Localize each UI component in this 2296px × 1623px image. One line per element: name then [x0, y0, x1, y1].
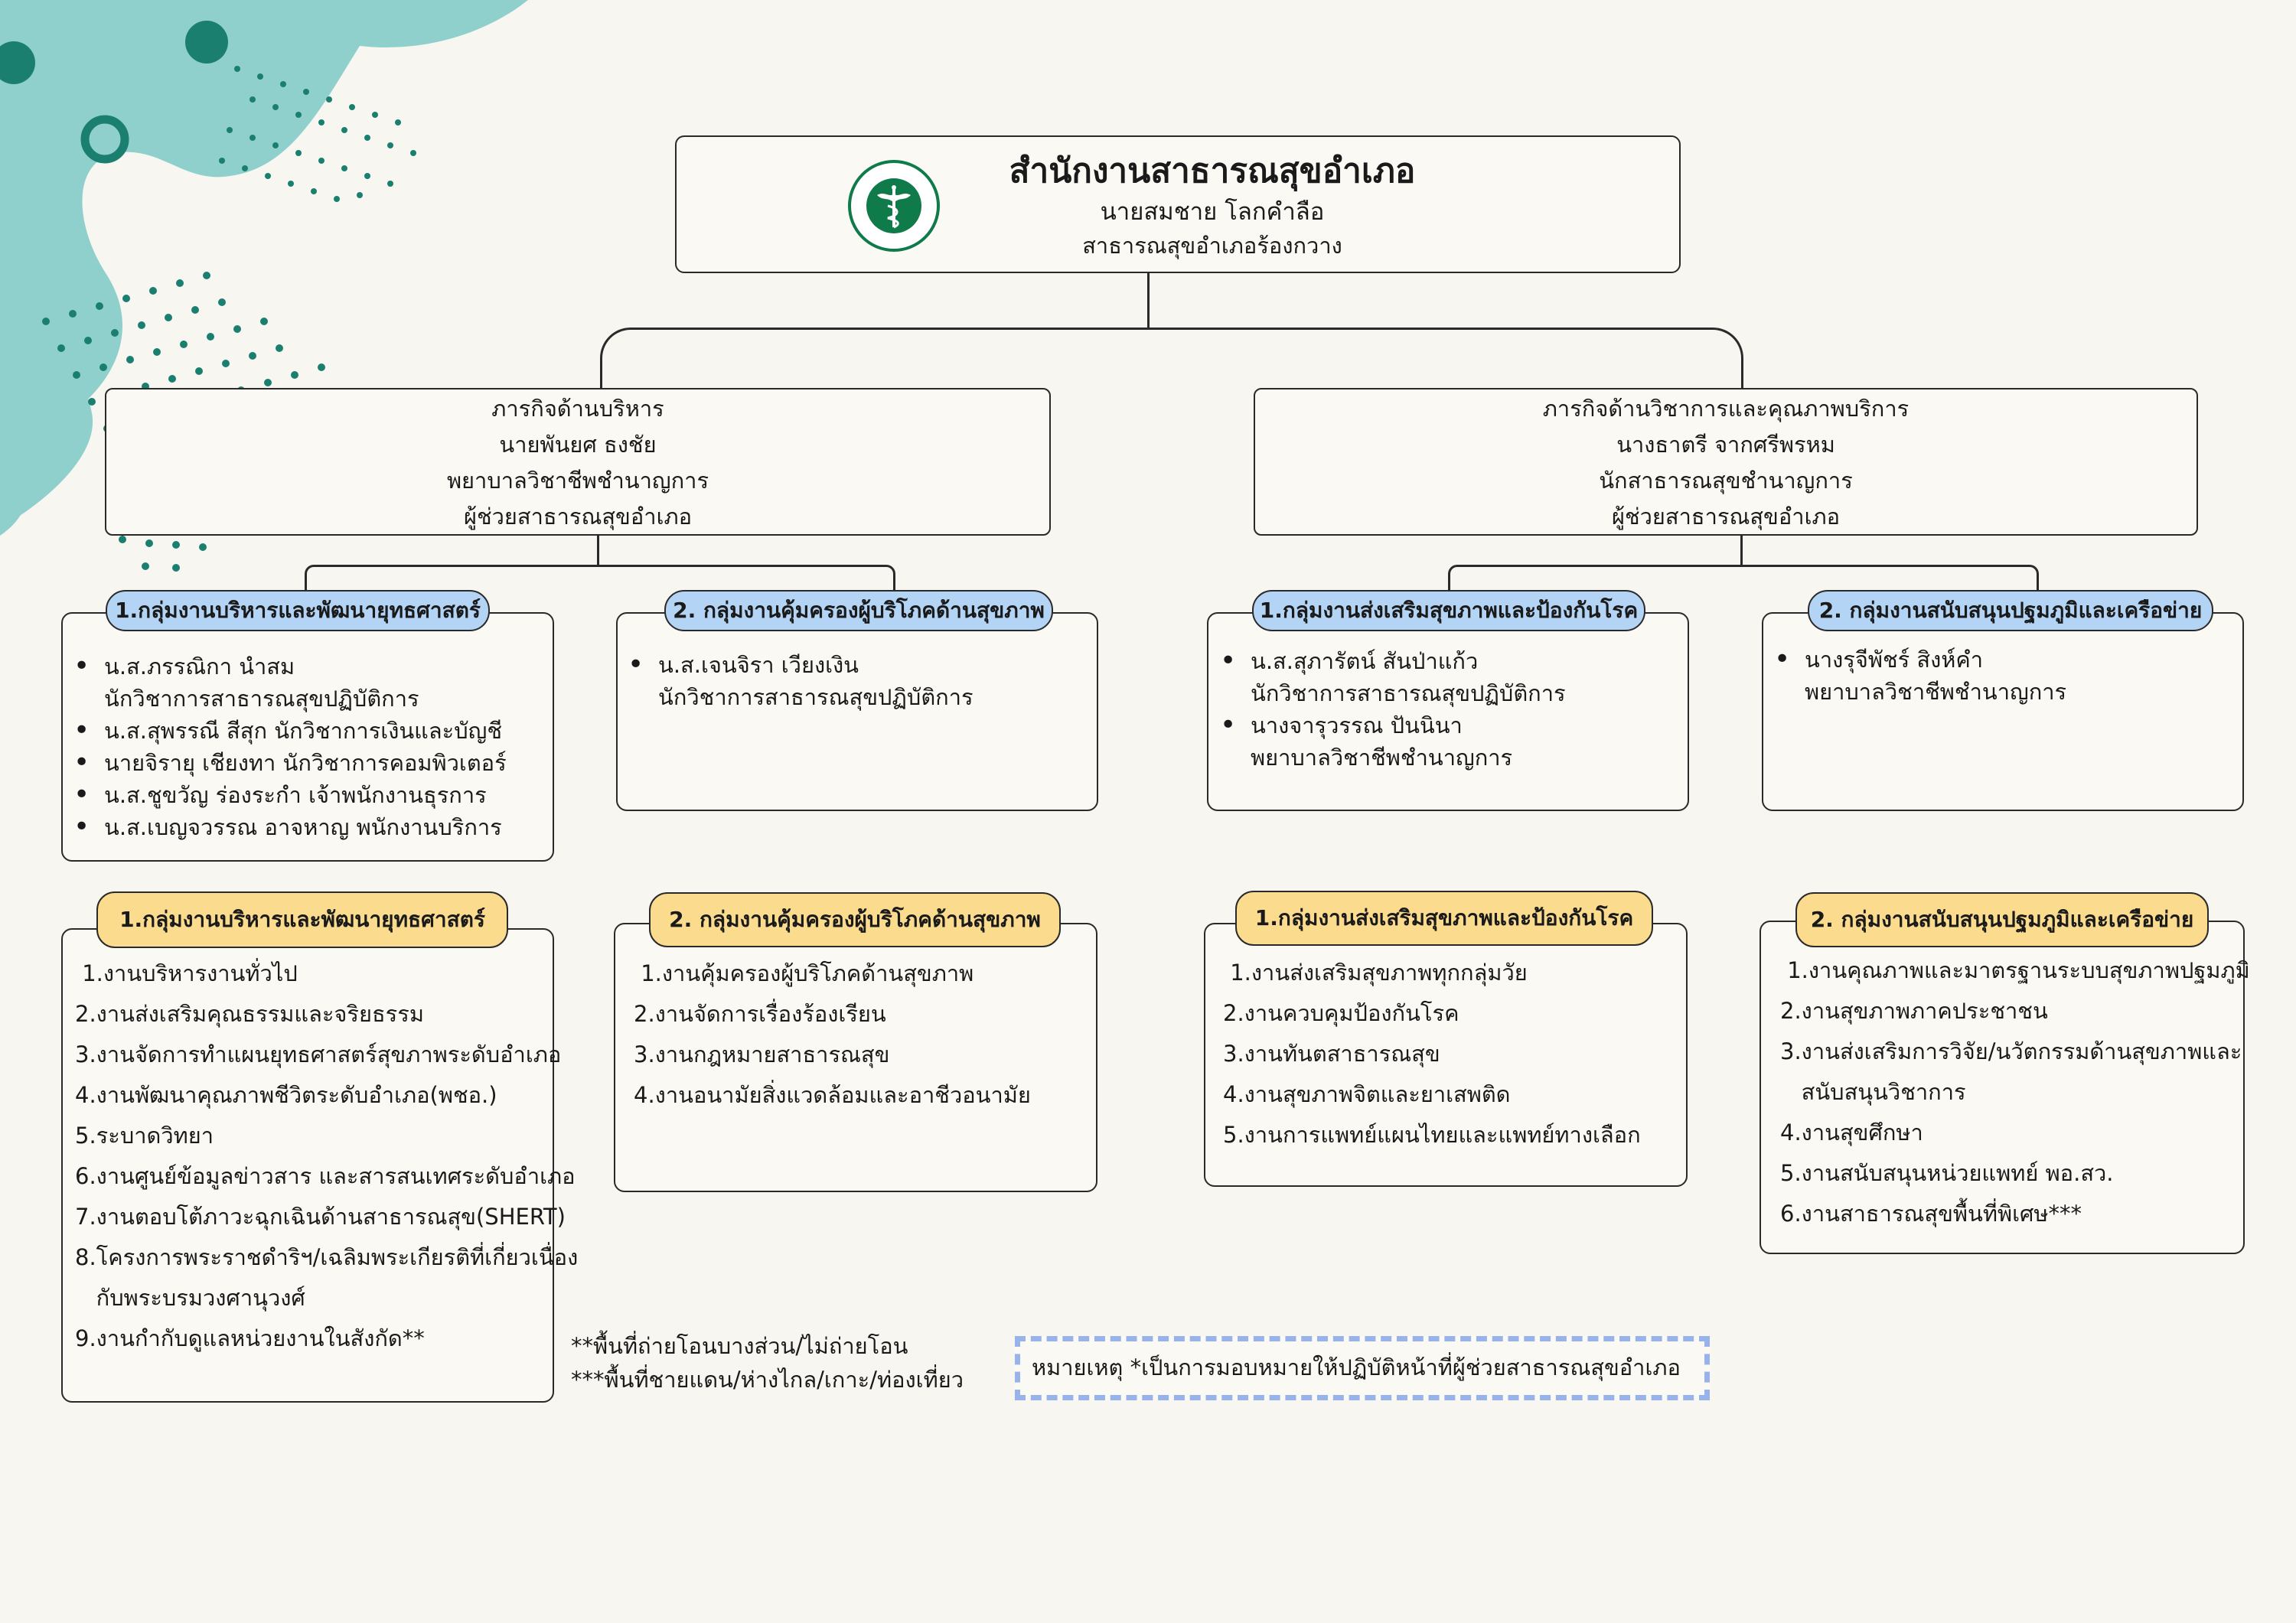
academic-head-position: นักสาธารณสุขชำนาญการ — [1599, 468, 1853, 494]
connector-top-bracket — [600, 328, 1743, 389]
task-item: 5.งานการแพทย์แผนไทยและแพทย์ทางเลือก — [1223, 1122, 1641, 1148]
staff-member: น.ส.สุพรรณี สีสุก นักวิชาการเงินและบัญชี — [64, 715, 507, 747]
staff-list-admin-strategy: น.ส.ภรรณิกา นำสม นักวิชาการสาธารณสุขปฏิบ… — [64, 650, 507, 843]
task-item: กับพระบรมวงศานุวงศ์ — [75, 1285, 305, 1311]
task-list-primary-care: 1.งานคุณภาพและมาตรฐานระบบสุขภาพปฐมภูมิ 2… — [1780, 950, 2250, 1234]
staff-header-health-promotion: 1.กลุ่มงานส่งเสริมสุขภาพและป้องกันโรค — [1252, 590, 1645, 631]
connector-academic-bracket — [1448, 565, 2039, 611]
task-header-health-promotion: 1.กลุ่มงานส่งเสริมสุขภาพและป้องกันโรค — [1235, 891, 1653, 946]
staff-header-admin-strategy: 1.กลุ่มงานบริหารและพัฒนายุทธศาสตร์ — [106, 590, 490, 631]
task-item: 1.งานคุณภาพและมาตรฐานระบบสุขภาพปฐมภูมิ — [1780, 957, 2250, 983]
task-item: 3.งานจัดการทำแผนยุทธศาสตร์สุขภาพระดับอำเ… — [75, 1041, 562, 1067]
staff-box-primary-care — [1762, 612, 2244, 811]
connector-admin-vertical — [597, 536, 599, 566]
connector-top-vertical — [1147, 272, 1150, 328]
task-box-consumer-protection — [614, 923, 1097, 1192]
academic-head-role: ผู้ช่วยสาธารณสุขอำเภอ — [1611, 504, 1841, 530]
academic-mission-box: ภารกิจด้านวิชาการและคุณภาพบริการ นางธาตร… — [1254, 388, 2198, 536]
footnote-double-star: **พื้นที่ถ่ายโอนบางส่วน/ไม่ถ่ายโอน — [571, 1333, 908, 1359]
task-header-primary-care: 2. กลุ่มงานสนับสนุนปฐมภูมิและเครือข่าย — [1795, 892, 2209, 947]
admin-head-name: นายพันยศ ธงชัย — [499, 432, 657, 458]
task-item: 3.งานทันตสาธารณสุข — [1223, 1041, 1440, 1067]
academic-head-name: นางธาตรี จากศรีพรหม — [1616, 432, 1835, 458]
task-box-primary-care — [1760, 921, 2245, 1254]
staff-member: น.ส.ภรรณิกา นำสม — [64, 650, 507, 683]
director-title: สำนักงานสาธารณสุขอำเภอ — [1009, 152, 1416, 191]
task-header-consumer-protection: 2. กลุ่มงานคุ้มครองผู้บริโภคด้านสุขภาพ — [649, 892, 1061, 947]
director-box: สำนักงานสาธารณสุขอำเภอ นายสมชาย โลกคำลือ… — [675, 135, 1681, 273]
staff-member: น.ส.เบญจวรรณ อาจหาญ พนักงานบริการ — [64, 811, 507, 843]
task-item: สนับสนุนวิชาการ — [1780, 1079, 1966, 1105]
staff-list-consumer-protection: น.ส.เจนจิรา เวียงเงิน นักวิชาการสาธารณสุ… — [618, 649, 974, 713]
director-position: สาธารณสุขอำเภอร้องกวาง — [1082, 233, 1342, 259]
ministry-logo — [848, 160, 940, 252]
remark-box — [1015, 1336, 1710, 1400]
footnote-triple-star: ***พื้นที่ชายแดน/ห่างไกล/เกาะ/ท่องเที่ยว — [571, 1367, 964, 1393]
task-list-health-promotion: 1.งานส่งเสริมสุขภาพทุกกลุ่มวัย 2.งานควบค… — [1223, 953, 1641, 1155]
connector-admin-bracket — [305, 565, 895, 611]
task-item: 3.งานส่งเสริมการวิจัย/นวัตกรรมด้านสุขภาพ… — [1780, 1038, 2242, 1064]
admin-mission-box: ภารกิจด้านบริหาร นายพันยศ ธงชัย พยาบาลวิ… — [105, 388, 1051, 536]
admin-head-role: ผู้ช่วยสาธารณสุขอำเภอ — [463, 504, 693, 530]
task-item: 2.งานควบคุมป้องกันโรค — [1223, 1000, 1459, 1026]
task-item: 4.งานอนามัยสิ่งแวดล้อมและอาชีวอนามัย — [634, 1082, 1031, 1108]
staff-member: น.ส.เจนจิรา เวียงเงิน — [618, 649, 974, 681]
task-list-admin-strategy: 1.งานบริหารงานทั่วไป 2.งานส่งเสริมคุณธรร… — [75, 953, 578, 1359]
task-item: 7.งานตอบโต้ภาวะฉุกเฉินด้านสาธารณสุข(SHER… — [75, 1204, 566, 1230]
staff-member-position: นักวิชาการสาธารณสุขปฏิบัติการ — [104, 686, 419, 712]
task-item: 6.งานศูนย์ข้อมูลข่าวสาร และสารสนเทศระดับ… — [75, 1163, 576, 1189]
admin-mission-title: ภารกิจด้านบริหาร — [491, 396, 664, 422]
task-item: 1.งานคุ้มครองผู้บริโภคด้านสุขภาพ — [634, 960, 974, 986]
task-list-consumer-protection: 1.งานคุ้มครองผู้บริโภคด้านสุขภาพ 2.งานจั… — [634, 953, 1031, 1116]
staff-member: นายจิรายุ เชียงทา นักวิชาการคอมพิวเตอร์ — [64, 747, 507, 779]
staff-header-consumer-protection: 2. กลุ่มงานคุ้มครองผู้บริโภคด้านสุขภาพ — [664, 590, 1053, 631]
staff-list-health-promotion: น.ส.สุภารัตน์ สันป่าแก้ว นักวิชาการสาธาร… — [1211, 645, 1566, 774]
task-item: 2.งานจัดการเรื่องร้องเรียน — [634, 1001, 886, 1027]
task-item: 3.งานกฎหมายสาธารณสุข — [634, 1041, 890, 1067]
staff-member-position: นักวิชาการสาธารณสุขปฏิบัติการ — [1251, 680, 1566, 706]
staff-box-consumer-protection — [616, 612, 1098, 811]
task-box-admin-strategy — [61, 928, 554, 1403]
task-item: 9.งานกำกับดูแลหน่วยงานในสังกัด** — [75, 1325, 425, 1351]
remark-text: หมายเหตุ *เป็นการมอบหมายให้ปฏิบัติหน้าที… — [1032, 1354, 1681, 1380]
staff-list-primary-care: นางรุจีพัชร์ สิงห์คำ พยาบาลวิชาชีพชำนาญก… — [1765, 644, 2066, 708]
director-name: นายสมชาย โลกคำลือ — [1100, 198, 1325, 226]
task-item: 5.งานสนับสนุนหน่วยแพทย์ พอ.สว. — [1780, 1160, 2114, 1186]
task-item: 4.งานสุขศึกษา — [1780, 1119, 1923, 1146]
connector-academic-vertical — [1740, 536, 1743, 566]
staff-header-primary-care: 2. กลุ่มงานสนับสนุนปฐมภูมิและเครือข่าย — [1808, 590, 2213, 631]
task-item: 2.งานส่งเสริมคุณธรรมและจริยธรรม — [75, 1001, 424, 1027]
academic-mission-title: ภารกิจด้านวิชาการและคุณภาพบริการ — [1542, 396, 1910, 422]
staff-member: นางจารุวรรณ ปันนินา — [1211, 709, 1566, 741]
staff-member: นางรุจีพัชร์ สิงห์คำ — [1765, 644, 2066, 676]
admin-head-position: พยาบาลวิชาชีพชำนาญการ — [446, 468, 709, 494]
staff-member: น.ส.ชูขวัญ ร่องระกำ เจ้าพนักงานธุรการ — [64, 779, 507, 811]
task-item: 1.งานบริหารงานทั่วไป — [75, 960, 298, 986]
staff-member: น.ส.สุภารัตน์ สันป่าแก้ว — [1211, 645, 1566, 677]
staff-member-position: พยาบาลวิชาชีพชำนาญการ — [1251, 745, 1513, 771]
task-item: 2.งานสุขภาพภาคประชาชน — [1780, 998, 2048, 1024]
staff-member-position: พยาบาลวิชาชีพชำนาญการ — [1805, 679, 2067, 705]
task-item: 4.งานพัฒนาคุณภาพชีวิตระดับอำเภอ(พชอ.) — [75, 1082, 497, 1108]
task-item: 5.ระบาดวิทยา — [75, 1123, 214, 1149]
task-item: 8.โครงการพระราชดำริฯ/เฉลิมพระเกียรติที่เ… — [75, 1244, 579, 1270]
task-item: 4.งานสุขภาพจิตและยาเสพติด — [1223, 1081, 1511, 1107]
task-header-admin-strategy: 1.กลุ่มงานบริหารและพัฒนายุทธศาสตร์ — [96, 891, 508, 948]
task-box-health-promotion — [1204, 923, 1688, 1187]
task-item: 6.งานสาธารณสุขพื้นที่พิเศษ*** — [1780, 1201, 2082, 1227]
task-item: 1.งานส่งเสริมสุขภาพทุกกลุ่มวัย — [1223, 960, 1528, 986]
staff-member-position: นักวิชาการสาธารณสุขปฏิบัติการ — [658, 684, 974, 710]
